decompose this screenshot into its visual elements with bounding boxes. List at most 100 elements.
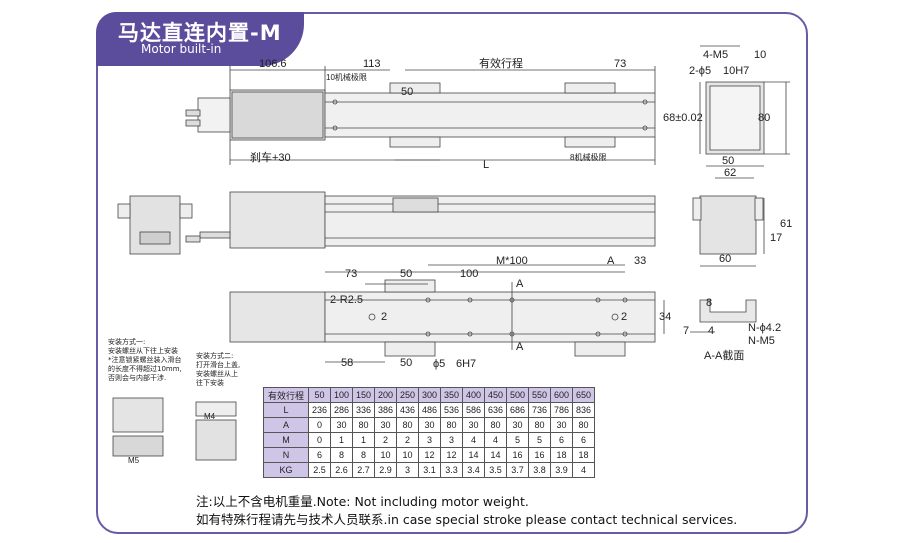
table-cell: 2 [396, 432, 419, 448]
table-cell: 350 [440, 387, 463, 403]
table-cell: 6 [550, 432, 573, 448]
dim-4: 4 [708, 325, 714, 337]
table-cell: 2.5 [308, 462, 331, 478]
table-cell: 0 [308, 417, 331, 433]
table-cell: 836 [572, 402, 595, 418]
table-cell: 18 [572, 447, 595, 463]
dim-limit-8: 8机械极限 [570, 152, 606, 162]
dim-80: 80 [758, 112, 770, 124]
dim-50-end: 50 [722, 155, 734, 167]
dim-2-r2-5: 2-R2.5 [330, 294, 363, 306]
table-row-label: KG [263, 462, 309, 478]
table-cell: 6 [308, 447, 331, 463]
footer-note-special-stroke: 如有特殊行程请先与技术人员联系.in case special stroke p… [196, 512, 738, 527]
section-mark-a-lower: A [516, 341, 524, 353]
table-cell: 30 [506, 417, 529, 433]
mount-1-line: 的长度不得超过10mm, [108, 365, 182, 373]
section-title-aa: A-A截面 [704, 348, 744, 362]
table-cell: 4 [462, 432, 485, 448]
table-cell: 300 [418, 387, 441, 403]
table-cell: 486 [418, 402, 441, 418]
table-cell: 2.6 [330, 462, 353, 478]
label-m4: M4 [204, 412, 216, 421]
table-row: L 236 286 336 386 436 486 536 586 636 68… [263, 402, 595, 418]
table-cell: 6 [572, 432, 595, 448]
dim-34: 34 [659, 311, 671, 323]
table-cell: 386 [374, 402, 397, 418]
dim-6h7: 6H7 [456, 358, 476, 370]
dim-50-bottom: 50 [400, 268, 412, 280]
table-row: KG 2.5 2.6 2.7 2.9 3 3.1 3.3 3.4 3.5 3.7… [263, 462, 595, 478]
dim-8: 8 [706, 297, 712, 309]
table-cell: 536 [440, 402, 463, 418]
section-mark-a-top: A [607, 255, 615, 267]
table-cell: 500 [506, 387, 529, 403]
spec-table: 有效行程 50 100 150 200 250 300 350 400 450 … [263, 387, 595, 478]
table-cell: 600 [550, 387, 573, 403]
mount-2-line: 安装螺丝从上 [196, 370, 238, 378]
mount-1-line: 否则会与内部干涉. [108, 374, 167, 382]
table-cell: 3.1 [418, 462, 441, 478]
table-cell: 8 [352, 447, 375, 463]
dim-17: 17 [770, 232, 782, 244]
table-cell: 336 [352, 402, 375, 418]
page-title: 马达直连内置-M [118, 21, 282, 45]
table-cell: 736 [528, 402, 551, 418]
table-cell: 30 [550, 417, 573, 433]
table-cell: 3.4 [462, 462, 485, 478]
dim-58: 58 [341, 357, 353, 369]
table-cell: 786 [550, 402, 573, 418]
table-cell: 3.5 [484, 462, 507, 478]
table-cell: 586 [462, 402, 485, 418]
table-cell: 450 [484, 387, 507, 403]
page-subtitle: Motor built-in [141, 42, 222, 56]
table-cell: 0 [308, 432, 331, 448]
table-cell: 4 [484, 432, 507, 448]
table-cell: 686 [506, 402, 529, 418]
table-row-label: N [263, 447, 309, 463]
table-cell: 14 [462, 447, 485, 463]
mount-method-1: 安装方式一: 安装螺丝从下往上安装 *注意锁紧螺丝装入滑台 的长度不得超过10m… [108, 338, 182, 383]
table-cell: 3.3 [440, 462, 463, 478]
table-cell: 3.7 [506, 462, 529, 478]
table-row-label: M [263, 432, 309, 448]
table-cell: 2.7 [352, 462, 375, 478]
mount-method-2: 安装方式二: 打开滑台上盖, 安装螺丝从上 往下安装 [196, 352, 240, 388]
table-cell: 14 [484, 447, 507, 463]
dim-stroke: 有效行程 [479, 56, 523, 70]
table-cell: 5 [528, 432, 551, 448]
table-cell: 286 [330, 402, 353, 418]
mount-2-line: 往下安装 [196, 379, 224, 387]
dim-phi-5: ϕ5 [433, 358, 445, 370]
table-cell: 436 [396, 402, 419, 418]
dim-depth-10: 10 [754, 49, 766, 61]
table-cell: 80 [572, 417, 595, 433]
dim-10h7: 10H7 [723, 65, 749, 77]
mount-2-title: 安装方式二: [196, 352, 234, 360]
table-cell: 80 [396, 417, 419, 433]
dim-n-phi4-2: N-ϕ4.2 [748, 322, 781, 334]
dim-106-6: 106.6 [259, 58, 287, 70]
dim-50-lower: 50 [400, 357, 412, 369]
footer-note-weight: 注:以上不含电机重量.Note: Not including motor wei… [196, 494, 529, 509]
title-tab [96, 12, 304, 66]
dim-7: 7 [683, 325, 689, 337]
table-cell: 3.8 [528, 462, 551, 478]
table-cell: 200 [374, 387, 397, 403]
table-cell: 5 [506, 432, 529, 448]
table-cell: 16 [506, 447, 529, 463]
table-cell: 3 [418, 432, 441, 448]
table-row-label: A [263, 417, 309, 433]
mount-1-title: 安装方式一: [108, 338, 146, 346]
table-cell: 1 [352, 432, 375, 448]
dim-4-m5: 4-M5 [703, 49, 728, 61]
table-cell: 650 [572, 387, 595, 403]
table-cell: 3 [440, 432, 463, 448]
table-cell: 2.9 [374, 462, 397, 478]
table-cell: 18 [550, 447, 573, 463]
dim-61: 61 [780, 218, 792, 230]
page-frame [96, 12, 808, 534]
table-row: N 6 8 8 10 10 12 12 14 14 16 16 18 18 [263, 447, 595, 463]
table-cell: 1 [330, 432, 353, 448]
dim-113: 113 [363, 58, 381, 70]
